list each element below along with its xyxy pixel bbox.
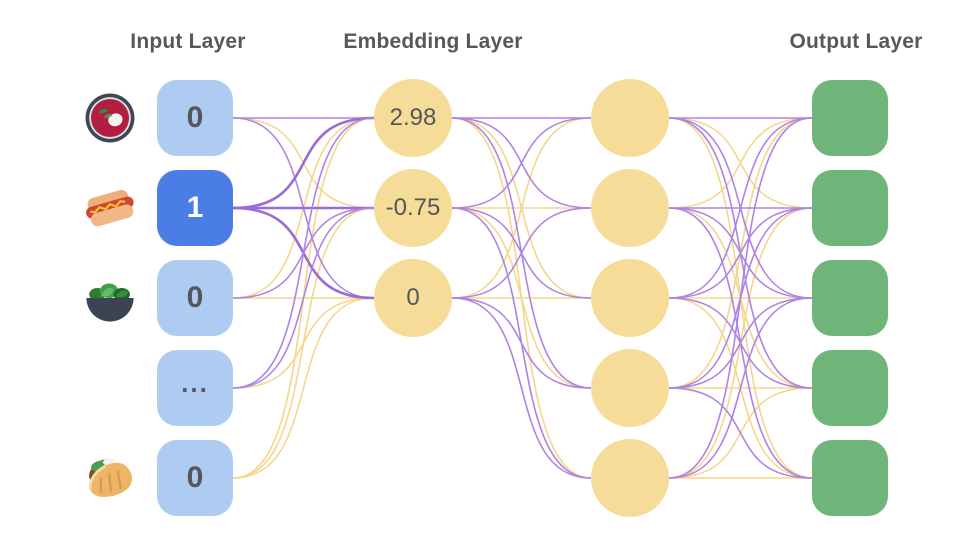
stuffed-flatbread-icon: [81, 449, 139, 507]
embedding-node-1: 2.98: [374, 79, 452, 157]
connection-edge: [232, 117, 375, 389]
connection-edge: [451, 117, 592, 299]
salad-icon: [81, 269, 139, 327]
soup-bowl-icon: [81, 89, 139, 147]
output-node-4: [812, 350, 888, 426]
output-node-2: [812, 170, 888, 246]
connection-edge: [451, 207, 592, 299]
input-node-5: 0: [157, 440, 233, 516]
input-layer-title: Input Layer: [130, 30, 246, 53]
hidden-node-1: [591, 79, 669, 157]
hidden-node-3: [591, 259, 669, 337]
input-node-ellipsis: ...: [157, 350, 233, 426]
embedding-node-3: 0: [374, 259, 452, 337]
input-node-3: 0: [157, 260, 233, 336]
connection-edge: [668, 387, 813, 479]
output-node-1: [812, 80, 888, 156]
output-node-3: [812, 260, 888, 336]
connection-edge: [451, 297, 592, 479]
hot-dog-icon: [81, 179, 139, 237]
connection-edge: [668, 117, 813, 479]
connection-edge: [232, 207, 375, 479]
connection-edge: [451, 117, 592, 209]
output-node-5: [812, 440, 888, 516]
connection-edge: [232, 207, 375, 389]
hidden-node-2: [591, 169, 669, 247]
connection-edge: [232, 297, 375, 479]
connection-edge: [232, 116, 375, 210]
connection-edge: [668, 207, 813, 299]
connection-edge: [451, 297, 592, 389]
connection-edge: [668, 297, 813, 479]
connection-edge: [668, 117, 813, 209]
connection-edge: [668, 297, 813, 389]
input-node-2: 1: [157, 170, 233, 246]
output-layer-title: Output Layer: [789, 30, 923, 53]
connection-edge: [668, 117, 813, 299]
hidden-node-4: [591, 349, 669, 427]
embedding-layer-title: Embedding Layer: [343, 30, 523, 53]
input-node-1: 0: [157, 80, 233, 156]
hidden-node-5: [591, 439, 669, 517]
embedding-node-2: -0.75: [374, 169, 452, 247]
